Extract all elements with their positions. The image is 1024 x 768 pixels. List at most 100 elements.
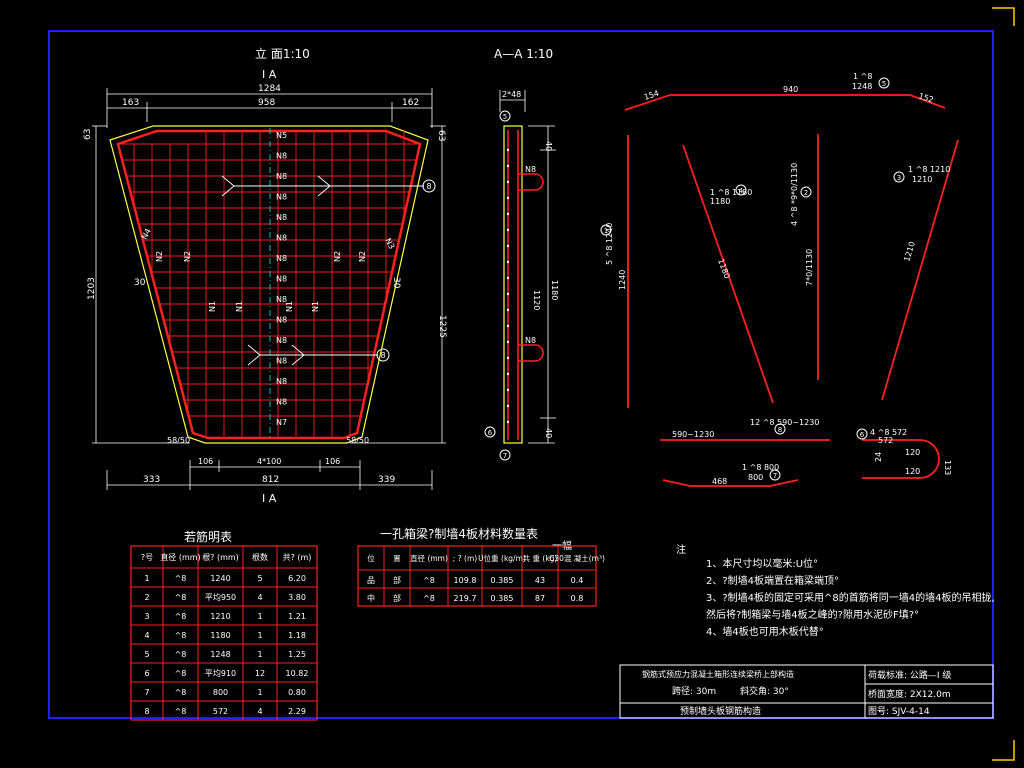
hook-callout-circle (856, 428, 868, 440)
right-bar-spec: 1 ^8 1210 (908, 165, 950, 174)
bar-detail-hook (862, 439, 940, 479)
rebar-table-header: 直径 (mm) (160, 552, 200, 562)
material-table-header: ; ? (m) (453, 554, 478, 563)
section-dimensions (499, 90, 556, 444)
vertical-bar-spec: 5 ^8 1240 (605, 223, 614, 265)
horiz-bar-callout: 8 (778, 426, 782, 434)
callout-8-upper: 8 (426, 182, 431, 191)
bar-label-side: N4 (140, 227, 153, 241)
bar-label-center: N8 (276, 336, 287, 345)
dim-958: 958 (258, 98, 275, 108)
bar-label-side: N1 (285, 301, 294, 312)
title-project: 钢筋式预应力混凝土箱形连续梁桥上部构造 (642, 669, 794, 679)
material-table-cell: 0.385 (491, 594, 514, 603)
rebar-table-cell: 1 (257, 650, 262, 659)
rebar-table-cell: 12 (255, 669, 265, 678)
section-bar-dot (506, 180, 510, 184)
title-block-frame (619, 664, 994, 719)
dim-333: 333 (143, 475, 160, 485)
dim-4x100: 4*100 (257, 457, 281, 466)
material-table-header: 位 (367, 553, 375, 563)
rebar-table-cell: 3 (144, 612, 149, 621)
right-bar-label: 1210 (912, 175, 932, 184)
dim-30-left: 30 (134, 278, 146, 288)
side-dimensions (92, 125, 446, 444)
section-dim-2x48: 2*48 (502, 90, 521, 99)
diag1-spec: 1 ^8 1180 (710, 188, 752, 197)
rebar-table-cell: 6 (144, 669, 149, 678)
material-table: 位置直径 (mm); ? (m)U位重 (kg/m)共 重 (kg)C30混 凝… (357, 545, 605, 607)
rebar-table-header: 共? (m) (283, 553, 312, 562)
rebar-table-cell: 10.82 (286, 669, 309, 678)
dim-30-right: 30 (391, 277, 401, 289)
bar-detail-diagonal-1 (682, 144, 774, 404)
hook-dim-133: 133 (943, 460, 952, 475)
section-bar-dot (506, 324, 510, 328)
rebar-table-cell: 1.18 (288, 631, 306, 640)
material-table-cell: 品 (367, 576, 375, 585)
diag2-callout-circle (800, 186, 812, 198)
right-bar-length: 1210 (902, 240, 917, 262)
diag2-spec: 4 ^8 *9*0/1130 (790, 163, 799, 226)
title-load: 荷载标准: 公路—I 级 (868, 669, 951, 681)
bar-label-side: N3 (383, 237, 396, 251)
top-bar-dim-154: 154 (643, 89, 660, 102)
rebar-table-cell: 4 (144, 631, 149, 640)
dim-339: 339 (378, 475, 395, 485)
material-table-cell: ^8 (423, 594, 435, 603)
rebar-table-cell: 2.29 (288, 707, 306, 716)
lower-bar-callout: 7 (773, 472, 777, 480)
rebar-table-cell: ^8 (175, 631, 187, 640)
material-table-header: C30混 凝土(m³) (549, 553, 605, 563)
horiz-bar-spec: 12 ^8 590~1230 (750, 418, 819, 427)
plate-outline (109, 125, 429, 444)
bottom-dimensions (106, 460, 433, 490)
lower-bar-label: 800 (748, 473, 763, 482)
rebar-table-cell: 5 (144, 650, 149, 659)
section-mark-top: I A (262, 68, 277, 81)
section-callout-7: 7 (503, 452, 507, 460)
section-dim-40-top: 40 (544, 141, 553, 151)
material-table-cell: 中 (367, 593, 375, 603)
rebar-table-cell: 8 (144, 707, 149, 716)
rebar-table-cell: 4 (257, 593, 262, 602)
rebar-table-cell: ^8 (175, 669, 187, 678)
corner-mark (992, 7, 1015, 26)
section-bar-dot (506, 212, 510, 216)
material-table-cell: 109.8 (454, 576, 477, 585)
section-bar-dot (506, 420, 510, 424)
material-table-header: 直径 (mm) (410, 553, 448, 563)
bar-label-side: N1 (311, 301, 320, 312)
section-bar-dot (506, 308, 510, 312)
top-bar-callout-circle (878, 77, 890, 89)
section-bar-dot (506, 228, 510, 232)
corner-label-left: 58/50 (167, 436, 190, 445)
hook-dim-120b: 120 (905, 467, 920, 476)
dim-1284: 1284 (258, 84, 281, 94)
note-1: 1、本尺寸均以毫米:U位° (706, 557, 818, 570)
callout-circle-8-upper (422, 179, 436, 193)
section-callout-6: 6 (488, 429, 493, 437)
rebar-table-cell: 800 (213, 688, 228, 697)
dim-162: 162 (402, 98, 419, 108)
section-bar-dot (506, 356, 510, 360)
bar-detail-lower (662, 479, 799, 487)
diag2-label: 7*0/1130 (805, 249, 814, 286)
bar-label-center: N8 (276, 295, 287, 304)
dim-163: 163 (122, 98, 139, 108)
rebar-table-cell: 572 (213, 707, 228, 716)
material-table-cell: ^8 (423, 576, 435, 585)
rebar-table-cell: 6.20 (288, 574, 306, 583)
section-bar-dot (506, 276, 510, 280)
rebar-table-cell: ^8 (175, 612, 187, 621)
lower-bar-callout-circle (769, 469, 781, 481)
rebar-table-cell: ^8 (175, 574, 187, 583)
material-table-cell: 0.4 (571, 576, 584, 585)
rebar-table-cell: 0.80 (288, 688, 306, 697)
title-width: 桥面宽度: 2X12.0m (868, 688, 951, 700)
rebar-table-cell: 7 (144, 688, 149, 697)
bar-label-side: N1 (235, 301, 244, 312)
material-table-cell: 219.7 (454, 594, 477, 603)
